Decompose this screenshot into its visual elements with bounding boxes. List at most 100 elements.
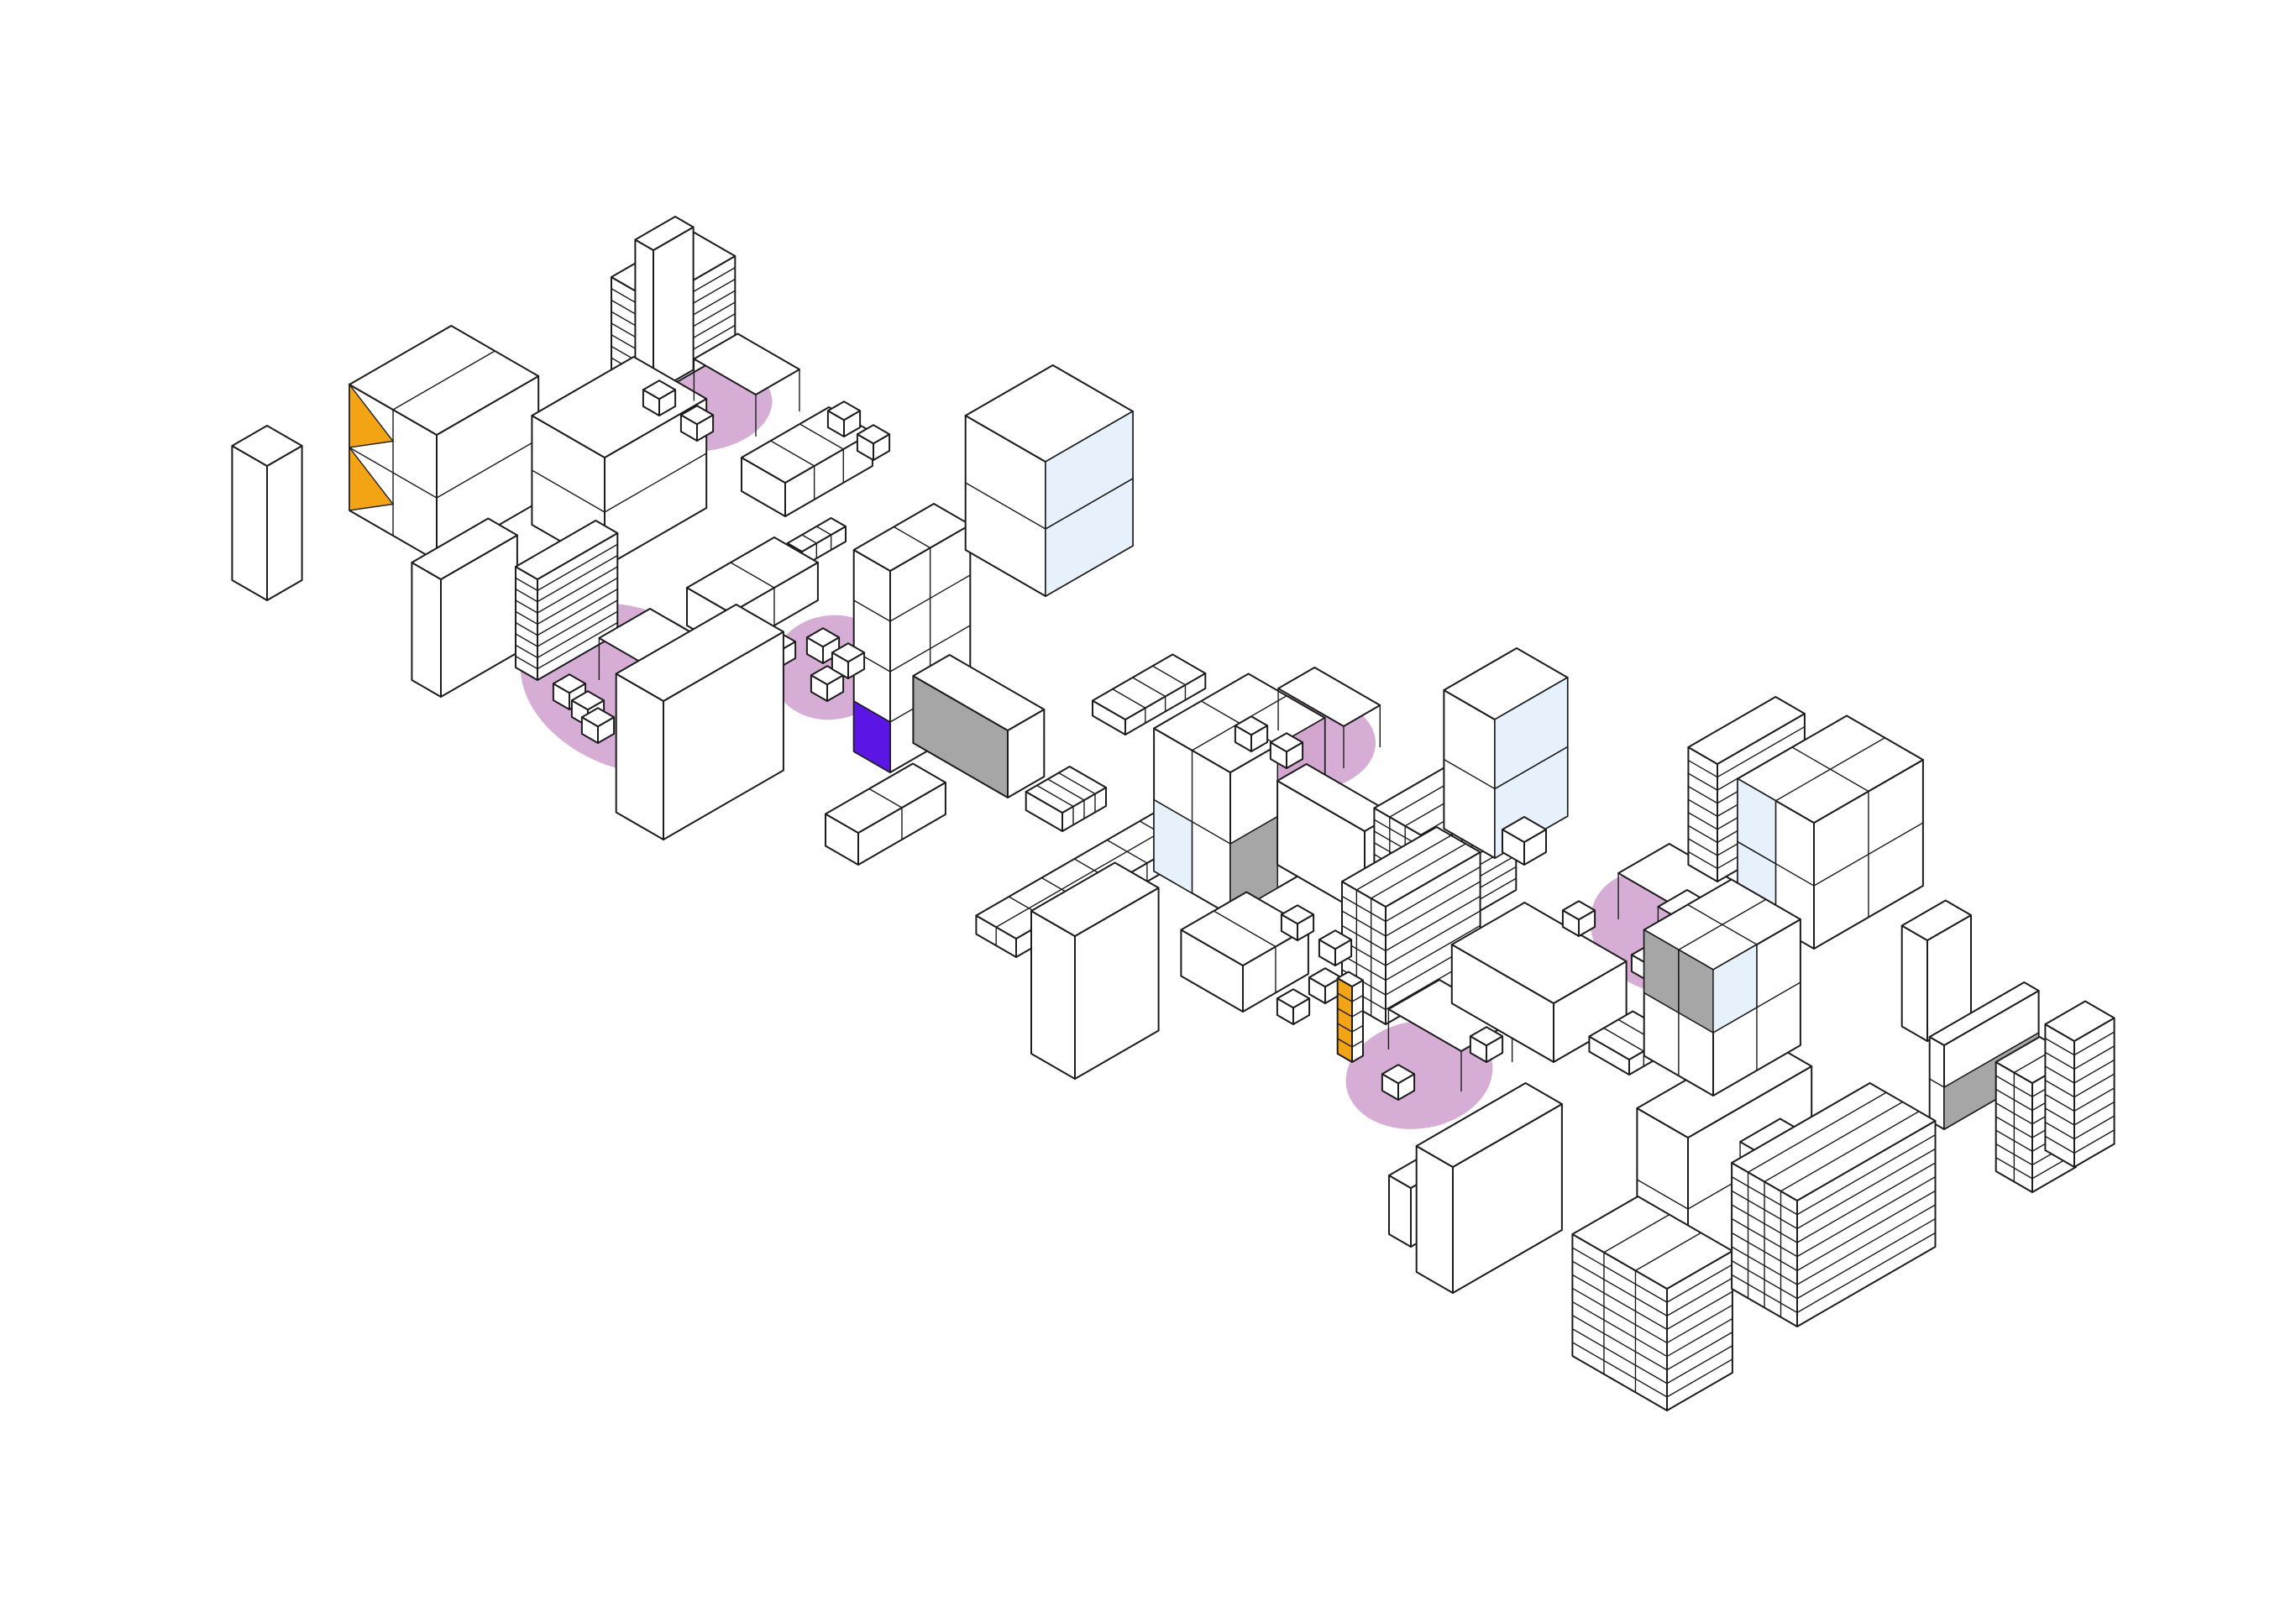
shelf-line bbox=[1341, 895, 1387, 923]
chair-11 bbox=[1561, 900, 1596, 937]
stool-8 bbox=[1308, 967, 1343, 1004]
chair-2 bbox=[679, 405, 715, 442]
shelf-line bbox=[604, 453, 707, 513]
shelf-line bbox=[537, 589, 618, 636]
shelf-line bbox=[1688, 759, 1718, 778]
divider bbox=[1132, 677, 1166, 698]
chair-5-top-face bbox=[580, 707, 616, 728]
shelf-line bbox=[1731, 1246, 1798, 1285]
shelf-line bbox=[532, 469, 605, 513]
shelf-line bbox=[1796, 1190, 1936, 1271]
shelf-line bbox=[1666, 1277, 1733, 1316]
divider bbox=[1764, 1101, 1903, 1183]
gray-cabinet-1 bbox=[912, 654, 1046, 798]
divider bbox=[1112, 688, 1146, 709]
tall-cabinet-2-left-face bbox=[1030, 910, 1076, 1080]
shelf-line bbox=[1444, 758, 1496, 790]
shelf-line bbox=[515, 610, 538, 625]
shelf-line bbox=[2045, 1093, 2075, 1112]
shelf-line bbox=[537, 610, 618, 658]
desk-1 bbox=[693, 332, 800, 437]
low-bench-1-top-face bbox=[786, 517, 847, 552]
chair-9 bbox=[1381, 1064, 1416, 1101]
shelf-line bbox=[1796, 1148, 1936, 1229]
shelf-line bbox=[2073, 1115, 2115, 1140]
divider bbox=[801, 534, 817, 544]
shelf-line bbox=[436, 438, 539, 499]
shelf-line bbox=[1341, 924, 1387, 952]
shelf-line bbox=[1666, 1358, 1733, 1398]
shelf-line bbox=[537, 622, 618, 670]
shelf-line bbox=[1385, 866, 1481, 923]
shelf-line bbox=[1688, 824, 1718, 843]
shelf-line bbox=[2045, 1107, 2075, 1126]
orange-rack bbox=[1336, 971, 1364, 1063]
shelf-line bbox=[1572, 1287, 1668, 1344]
shelf-line bbox=[1688, 812, 1718, 830]
cabinet-5 bbox=[1450, 902, 1628, 1063]
shelf-line bbox=[1153, 798, 1231, 845]
shelf-line bbox=[537, 577, 618, 625]
shelf-line bbox=[1666, 1332, 1733, 1371]
desk-top bbox=[1277, 667, 1381, 727]
tall-cabinet-1 bbox=[231, 425, 303, 601]
shelf-line bbox=[2073, 1087, 2115, 1112]
shelving-unit-4 bbox=[1737, 714, 1924, 950]
chair-1-top-face bbox=[642, 379, 677, 400]
shelf-line bbox=[1572, 1301, 1668, 1358]
shelf-line bbox=[1351, 1024, 1364, 1033]
wardrobe-2-left-face bbox=[411, 562, 442, 698]
shelf-line bbox=[2045, 1038, 2075, 1056]
shelf-line bbox=[2045, 1065, 2075, 1084]
wardrobe-3 bbox=[1900, 899, 1972, 1042]
desk-top bbox=[693, 332, 800, 395]
shelf-line bbox=[1995, 1143, 2033, 1166]
divider bbox=[770, 440, 815, 467]
shelf-line bbox=[1995, 1088, 2033, 1112]
divider bbox=[868, 788, 903, 809]
storage-block-1 bbox=[615, 604, 784, 840]
shelf-line bbox=[1643, 992, 1714, 1034]
shelving-rack-9 bbox=[2044, 1000, 2115, 1168]
shelf-line bbox=[515, 656, 538, 670]
shelf-line bbox=[1666, 1317, 1733, 1358]
wardrobe-1-right-face bbox=[653, 226, 695, 394]
stool-6-top-face bbox=[831, 642, 866, 663]
chair-5 bbox=[580, 707, 616, 744]
shelf-line bbox=[1572, 1274, 1668, 1330]
tall-cabinet-2-top-face bbox=[1030, 861, 1160, 937]
shelf-line bbox=[1385, 895, 1481, 952]
divider bbox=[1152, 665, 1186, 686]
shelf-line bbox=[1572, 1260, 1668, 1316]
shelf-line bbox=[1796, 1218, 1936, 1300]
shelf-line bbox=[2073, 1059, 2115, 1084]
low-bench-3 bbox=[1092, 653, 1207, 735]
shelf-line bbox=[1341, 954, 1387, 981]
divider bbox=[392, 350, 495, 411]
shelf-line bbox=[1995, 1102, 2033, 1125]
divider bbox=[1791, 746, 1869, 793]
shelf-line bbox=[1731, 1274, 1798, 1313]
tall-cabinet-2 bbox=[1030, 861, 1160, 1080]
shelving-rack-2-top-face bbox=[515, 520, 619, 580]
shelf-line bbox=[2045, 1135, 2075, 1154]
shelf-line bbox=[1385, 910, 1481, 966]
low-bench-2 bbox=[1025, 766, 1107, 832]
shelf-line bbox=[2073, 1073, 2115, 1098]
shelving-unit-6 bbox=[1643, 878, 1801, 1096]
shelf-line bbox=[1717, 725, 1806, 778]
shelf-line bbox=[2073, 1129, 2115, 1154]
stool-10 bbox=[1318, 929, 1353, 966]
shelf-line bbox=[1688, 772, 1718, 791]
shelf-line bbox=[1385, 924, 1481, 981]
storage-block-2-left-face bbox=[1415, 1145, 1454, 1294]
shelf-line bbox=[1731, 1232, 1798, 1271]
shelf-line bbox=[515, 577, 538, 591]
stool-10-top-face bbox=[1318, 929, 1353, 950]
shelf-line bbox=[1688, 838, 1718, 856]
shelf-line bbox=[1572, 1342, 1668, 1398]
stool-11-top-face bbox=[1502, 816, 1547, 843]
shelf-line bbox=[1731, 1190, 1798, 1229]
